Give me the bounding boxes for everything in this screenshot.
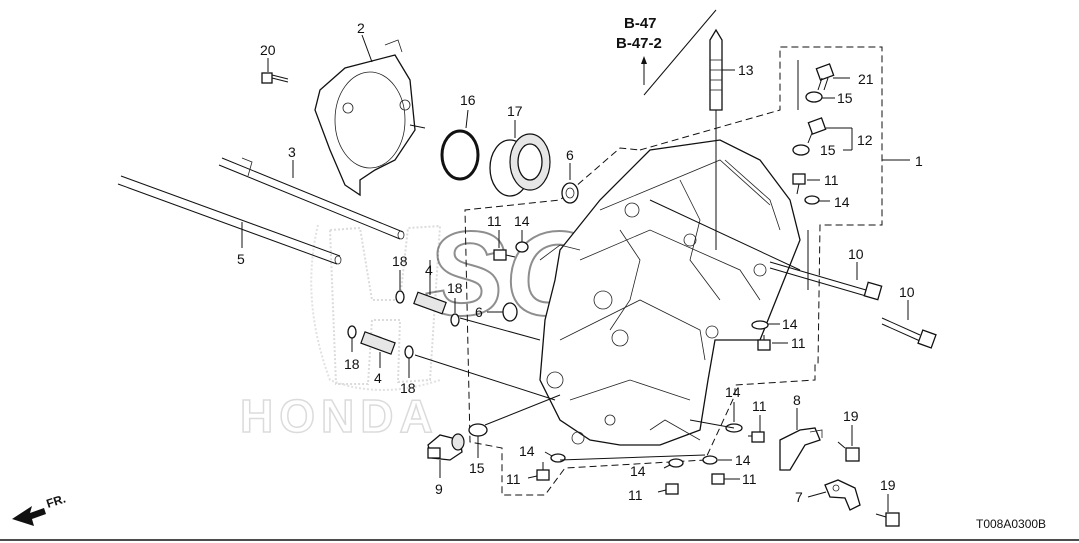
watermark-brand: HONDA (240, 390, 439, 442)
ref-b47: B-47 (624, 15, 657, 32)
bearing-17 (489, 133, 551, 197)
washer-15a (805, 91, 823, 103)
snap-ring-16 (440, 129, 480, 181)
washer-14d (515, 241, 529, 253)
washer-14f (668, 458, 684, 468)
callout-11b: 11 (487, 213, 502, 229)
bolt-19b (875, 512, 900, 527)
washer-14e (550, 453, 566, 463)
washer-14b (751, 320, 769, 330)
bolt-11e (536, 462, 550, 481)
honda-watermark: HONDA (239, 224, 442, 443)
callout-18c: 18 (344, 356, 360, 372)
direction-label: FR. (45, 492, 68, 511)
callout-17: 17 (507, 103, 523, 119)
shaft-3 (218, 157, 405, 240)
front-direction-arrow: FR. (12, 492, 67, 526)
bolt-10b (881, 317, 937, 349)
ref-b47-2: B-47-2 (616, 35, 662, 52)
callout-6a: 6 (566, 147, 574, 163)
seal-6b (502, 302, 518, 322)
callout-14e: 14 (519, 443, 535, 459)
switch-9 (427, 433, 465, 461)
callout-6b: 6 (475, 304, 483, 320)
bolt-11f (657, 483, 679, 495)
callout-5: 5 (237, 251, 245, 267)
callout-19a: 19 (843, 408, 859, 424)
callout-12: 12 (857, 132, 873, 148)
callout-19b: 19 (880, 477, 896, 493)
bolt-10a (769, 261, 883, 301)
bolt-12 (807, 117, 827, 144)
callout-11a: 11 (824, 172, 839, 188)
bracket-8 (779, 427, 823, 471)
callout-16: 16 (460, 92, 476, 108)
callout-18d: 18 (400, 380, 416, 396)
washer-18b (450, 313, 460, 327)
callout-3: 3 (288, 144, 296, 160)
diagram-code: T008A0300B (976, 517, 1046, 531)
callout-21: 21 (858, 71, 874, 87)
callout-2: 2 (357, 20, 365, 36)
washer-15c (468, 423, 488, 437)
callout-10b: 10 (899, 284, 915, 300)
callout-18a: 18 (392, 253, 408, 269)
callout-14f: 14 (630, 463, 646, 479)
callout-20: 20 (260, 42, 276, 58)
washer-14a (804, 195, 820, 205)
callout-11e: 11 (506, 471, 521, 487)
callout-1: 1 (915, 153, 923, 169)
callout-11g: 11 (742, 471, 757, 487)
bolt-11d (493, 249, 516, 261)
bolt-11a (792, 173, 806, 195)
washer-18c (347, 325, 357, 339)
callout-15a: 15 (837, 90, 853, 106)
callout-15c: 15 (469, 460, 485, 476)
washer-18a (395, 290, 405, 304)
bolt-11b (757, 335, 771, 351)
stud-13 (709, 28, 723, 250)
callout-7: 7 (795, 489, 803, 505)
callout-10a: 10 (848, 246, 864, 262)
callout-14d: 14 (725, 384, 741, 400)
bolt-19a (837, 441, 860, 462)
callout-8: 8 (793, 392, 801, 408)
shaft-5 (117, 175, 342, 265)
bolt-11g (711, 473, 740, 485)
bolt-20 (261, 72, 289, 84)
callout-11d: 11 (752, 398, 767, 414)
seal-6 (561, 182, 579, 204)
callout-9: 9 (435, 481, 443, 497)
callout-4b: 4 (374, 370, 382, 386)
callout-14b: 14 (834, 194, 850, 210)
callout-11c: 11 (791, 335, 806, 351)
callout-18b: 18 (447, 280, 463, 296)
callout-15b: 15 (820, 142, 836, 158)
callout-11f: 11 (628, 487, 643, 503)
assembly-outline (464, 46, 883, 496)
cover-plate (314, 39, 426, 197)
bolt-11c (748, 431, 765, 443)
callout-13: 13 (738, 62, 754, 78)
callout-14g: 14 (735, 452, 751, 468)
dowel-4a (413, 291, 447, 315)
washer-15b (792, 144, 810, 156)
washer-18d (404, 345, 414, 359)
callout-14a: 14 (514, 213, 530, 229)
dowel-4b (360, 331, 396, 355)
bolt-21 (815, 63, 835, 91)
washer-14g (702, 455, 718, 465)
transmission-housing (539, 139, 801, 446)
bracket-7 (824, 479, 861, 511)
callout-4a: 4 (425, 262, 433, 278)
callout-14c: 14 (782, 316, 798, 332)
